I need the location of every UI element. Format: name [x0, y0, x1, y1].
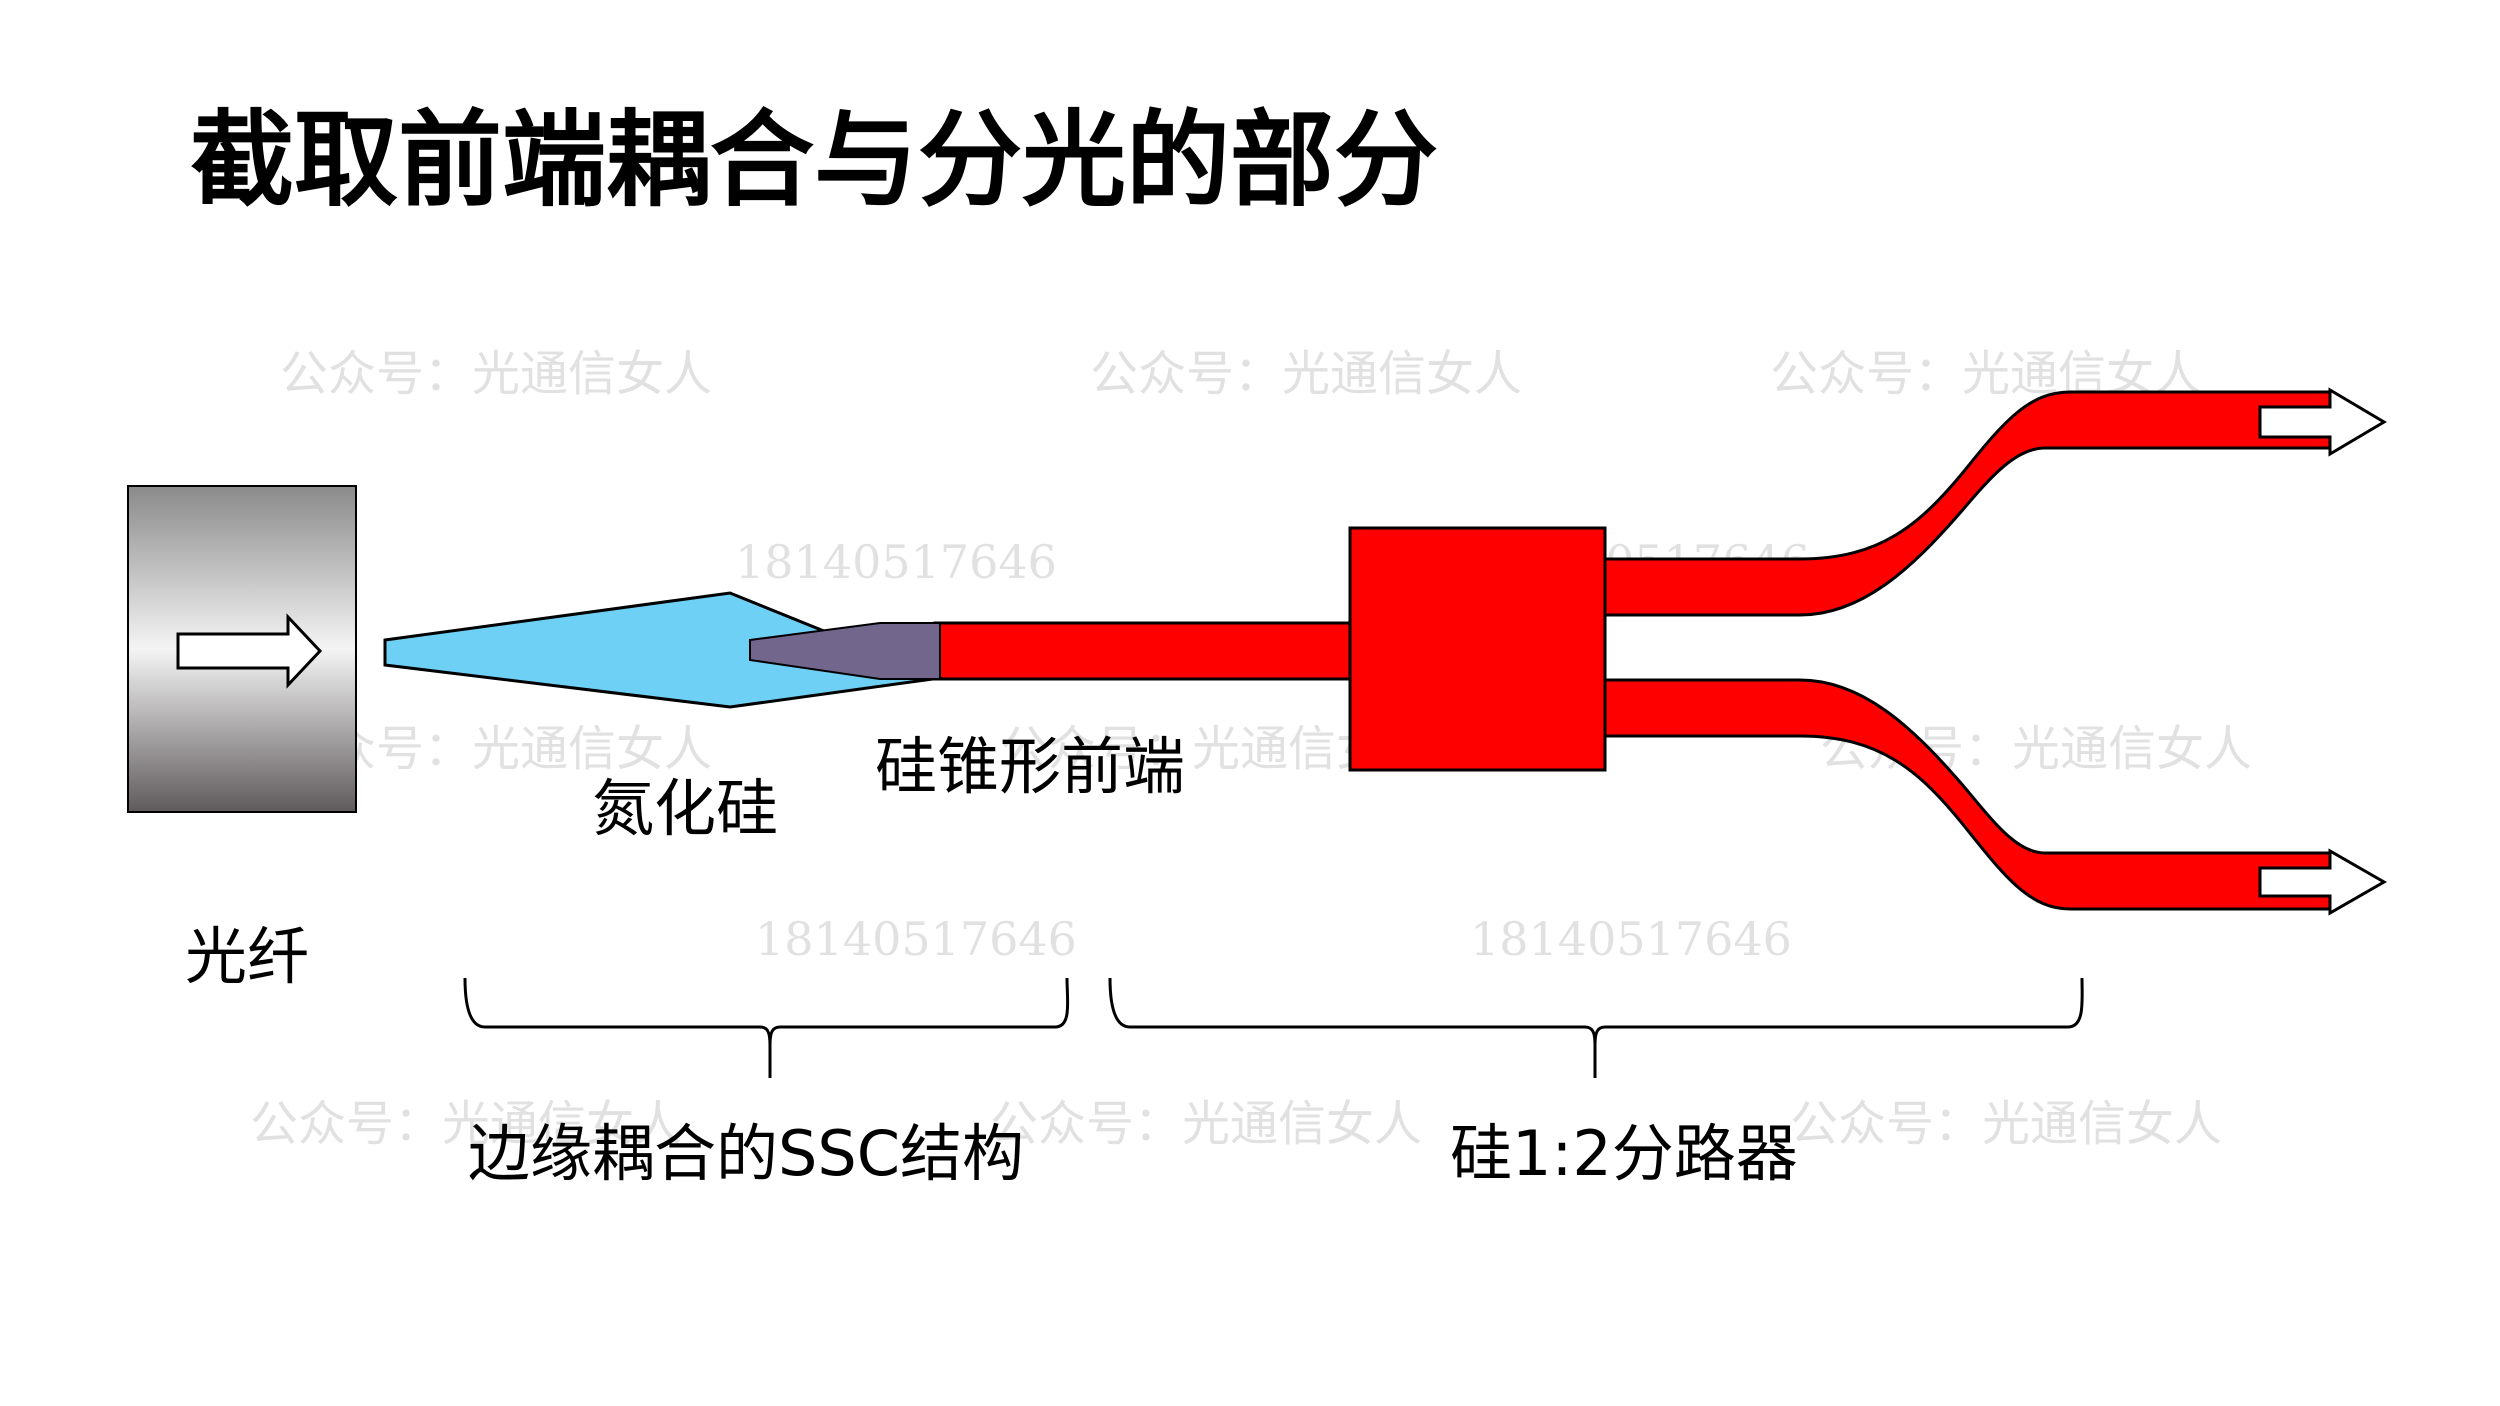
- brace-ssc: [463, 977, 1070, 1078]
- label-nitride: 氮化硅: [592, 772, 778, 845]
- label-splitter: 硅1:2分路器: [1450, 1117, 1798, 1190]
- watermark-account: 公众号：光通信女人: [280, 346, 712, 402]
- output-arrow-bottom-icon: [2258, 848, 2388, 916]
- output-arrow-top-icon: [2258, 387, 2387, 457]
- mmi-body: [1348, 526, 1607, 772]
- input-waveguide: [933, 621, 1357, 681]
- output-branch-top: [1598, 390, 2332, 617]
- watermark-account: 公众号：光通信女人: [990, 1096, 1422, 1152]
- fiber-block: [127, 485, 357, 813]
- input-arrow-icon: [176, 613, 323, 689]
- nitride-taper: [383, 591, 946, 709]
- watermark-account: 公众号：光通信女人: [250, 1096, 682, 1152]
- brace-splitter: [1108, 977, 2084, 1078]
- page-title: 截取前端耦合与分光的部分: [190, 99, 1438, 221]
- watermark-phone: 18140517646: [735, 535, 1057, 589]
- silicon-taper-front: [749, 622, 941, 680]
- label-fiber: 光纤: [185, 920, 309, 993]
- label-ssc: 边缘耦合的SSC结构: [468, 1117, 1024, 1190]
- silicon-splitter: [933, 390, 2332, 911]
- watermark-account: 公众号：光通信女人: [1790, 1096, 2222, 1152]
- watermark-phone: 18140517646: [1470, 912, 1792, 966]
- watermark-layer: 公众号：光通信女人 公众号：光通信女人 公众号：光通信女人 公众号：光通信女人 …: [250, 346, 2252, 1152]
- label-silicon-taper: 硅锥形前端: [875, 730, 1185, 803]
- watermark-phone: 18140517646: [755, 912, 1077, 966]
- watermark-account: 公众号：光通信女人: [1090, 346, 1522, 402]
- ssc-coupler: [383, 591, 946, 709]
- output-branch-bottom: [1598, 678, 2332, 911]
